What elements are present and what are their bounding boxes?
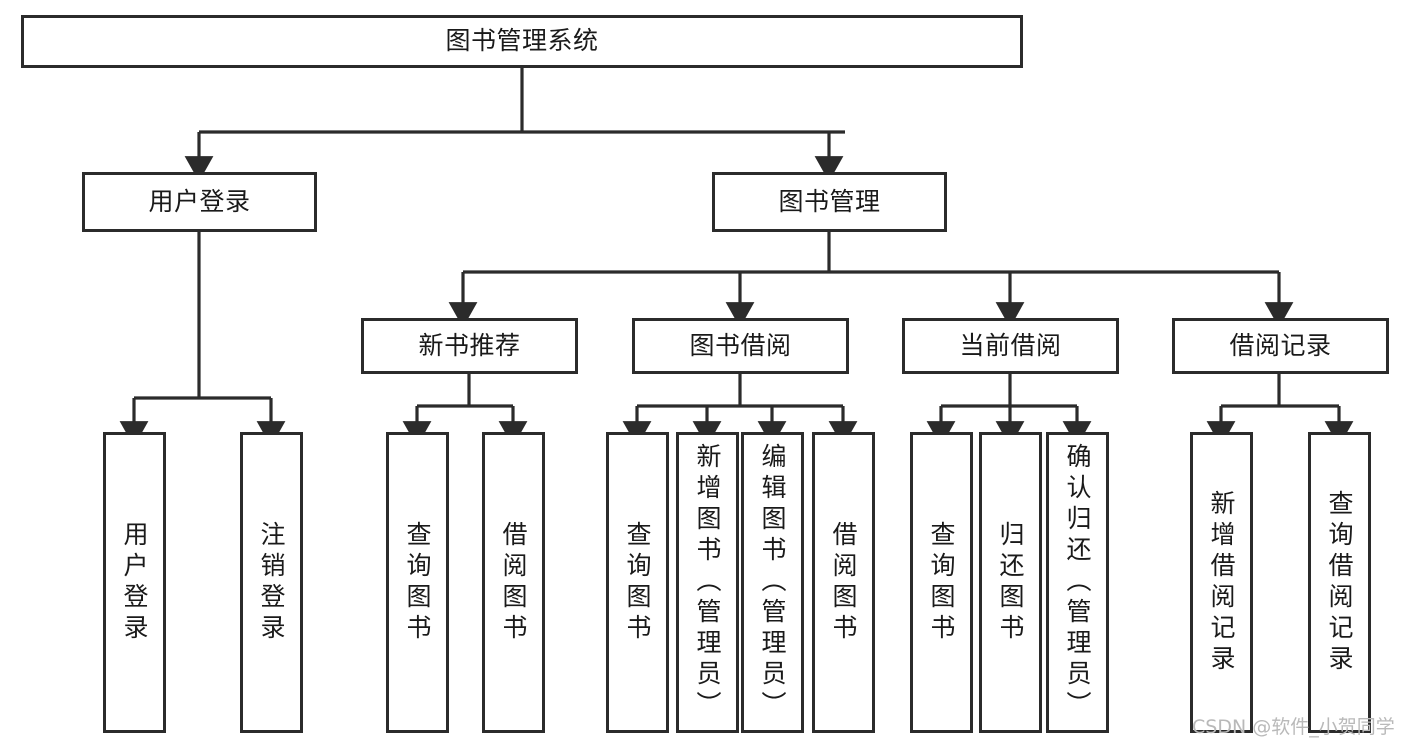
- node-leaf-query-borrow-record[interactable]: 查询借阅记录: [1308, 432, 1371, 733]
- node-leaf-borrow-book-bb-label: 借阅图书: [829, 520, 858, 645]
- node-leaf-borrow-book-nbr[interactable]: 借阅图书: [482, 432, 545, 733]
- node-leaf-query-book-cb[interactable]: 查询图书: [910, 432, 973, 733]
- node-leaf-query-book-nbr[interactable]: 查询图书: [386, 432, 449, 733]
- node-user-login[interactable]: 用户登录: [82, 172, 317, 232]
- node-root[interactable]: 图书管理系统: [21, 15, 1023, 68]
- node-leaf-confirm-return-admin[interactable]: 确认归还（管理员）: [1046, 432, 1109, 733]
- node-book-management-label: 图书管理: [778, 186, 881, 216]
- node-leaf-return-book[interactable]: 归还图书: [979, 432, 1042, 733]
- node-leaf-add-borrow-record-label: 新增借阅记录: [1207, 489, 1236, 676]
- node-new-book-recommend[interactable]: 新书推荐: [361, 318, 578, 374]
- node-leaf-return-book-label: 归还图书: [996, 520, 1025, 645]
- node-leaf-query-book-bb[interactable]: 查询图书: [606, 432, 669, 733]
- node-leaf-query-book-nbr-label: 查询图书: [403, 520, 432, 645]
- node-leaf-user-login-label: 用户登录: [120, 520, 149, 645]
- node-leaf-borrow-book-nbr-label: 借阅图书: [499, 520, 528, 645]
- node-leaf-logout-label: 注销登录: [257, 520, 286, 645]
- node-user-login-label: 用户登录: [148, 186, 251, 216]
- node-current-borrow-label: 当前借阅: [959, 330, 1062, 360]
- node-leaf-query-borrow-record-label: 查询借阅记录: [1325, 489, 1354, 676]
- node-borrow-record-label: 借阅记录: [1229, 330, 1332, 360]
- node-leaf-edit-book-admin[interactable]: 编辑图书（管理员）: [741, 432, 804, 733]
- node-leaf-confirm-return-admin-label: 确认归还（管理员）: [1063, 443, 1092, 722]
- node-book-borrow-label: 图书借阅: [689, 330, 792, 360]
- node-book-management[interactable]: 图书管理: [712, 172, 947, 232]
- node-leaf-edit-book-admin-label: 编辑图书（管理员）: [758, 443, 787, 722]
- node-leaf-add-book-admin-label: 新增图书（管理员）: [693, 443, 722, 722]
- node-book-borrow[interactable]: 图书借阅: [632, 318, 849, 374]
- node-root-label: 图书管理系统: [445, 26, 599, 56]
- node-leaf-add-book-admin[interactable]: 新增图书（管理员）: [676, 432, 739, 733]
- node-borrow-record[interactable]: 借阅记录: [1172, 318, 1389, 374]
- node-current-borrow[interactable]: 当前借阅: [902, 318, 1119, 374]
- node-leaf-query-book-cb-label: 查询图书: [927, 520, 956, 645]
- node-leaf-borrow-book-bb[interactable]: 借阅图书: [812, 432, 875, 733]
- node-leaf-query-book-bb-label: 查询图书: [623, 520, 652, 645]
- node-new-book-recommend-label: 新书推荐: [418, 330, 521, 360]
- csdn-watermark: CSDN @软件_小贺同学: [1192, 716, 1395, 738]
- node-leaf-add-borrow-record[interactable]: 新增借阅记录: [1190, 432, 1253, 733]
- node-leaf-user-login[interactable]: 用户登录: [103, 432, 166, 733]
- node-leaf-logout[interactable]: 注销登录: [240, 432, 303, 733]
